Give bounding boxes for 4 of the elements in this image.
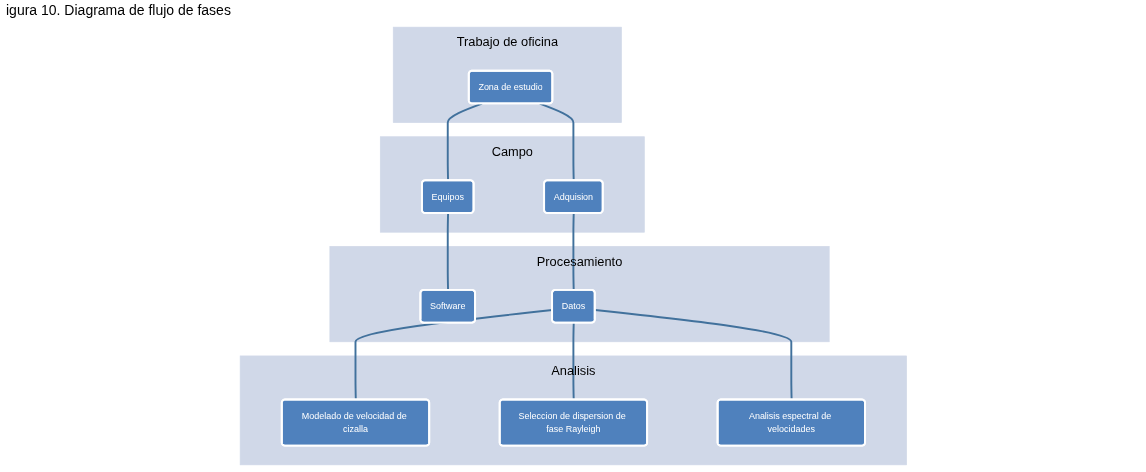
connector bbox=[538, 102, 575, 182]
figure-title: igura 10. Diagrama de flujo de fases bbox=[5, 1, 232, 20]
connector bbox=[572, 321, 575, 401]
connector bbox=[446, 102, 483, 182]
